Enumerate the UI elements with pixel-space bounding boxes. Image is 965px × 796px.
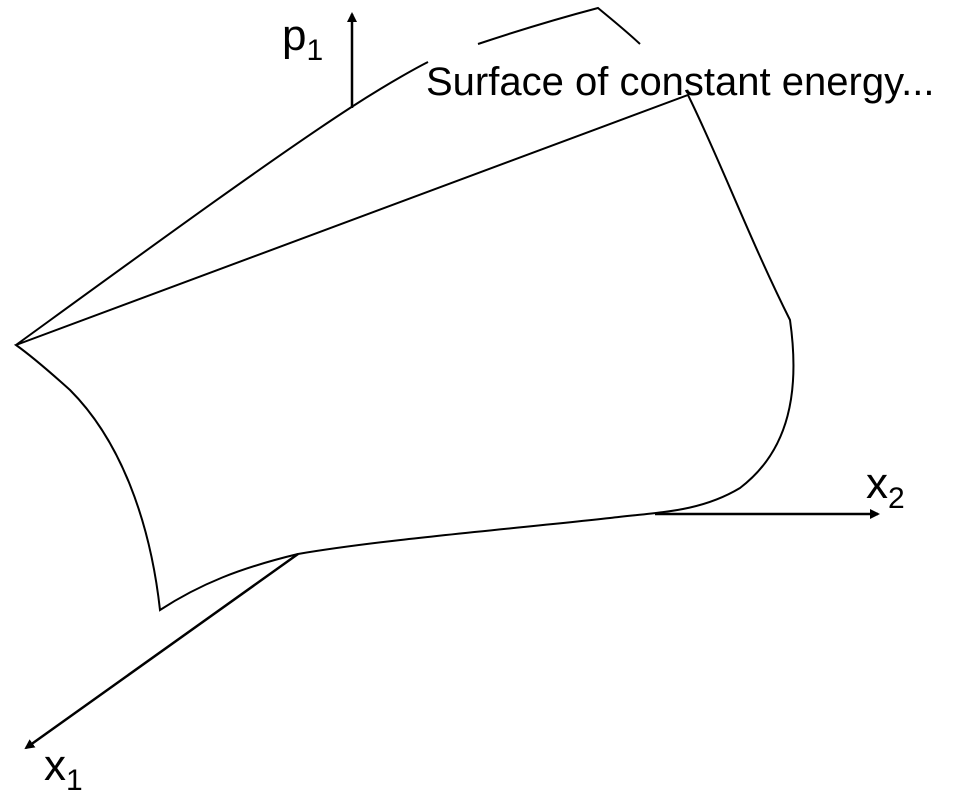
energy-surface bbox=[13, 6, 795, 612]
x1-axis bbox=[24, 552, 299, 750]
p-axis-symbol: p bbox=[282, 11, 306, 60]
x2-axis-label: x2 bbox=[866, 459, 905, 515]
x1-axis-subscript: 1 bbox=[66, 764, 83, 796]
surface-caption: Surface of constant energy... bbox=[426, 60, 934, 104]
p-axis-label: p1 bbox=[282, 11, 323, 67]
x2-axis-symbol: x bbox=[866, 459, 888, 508]
x1-axis-symbol: x bbox=[44, 741, 66, 790]
p-axis-subscript: 1 bbox=[306, 34, 323, 67]
x1-axis-label: x1 bbox=[44, 741, 83, 796]
x2-axis-subscript: 2 bbox=[888, 482, 905, 515]
